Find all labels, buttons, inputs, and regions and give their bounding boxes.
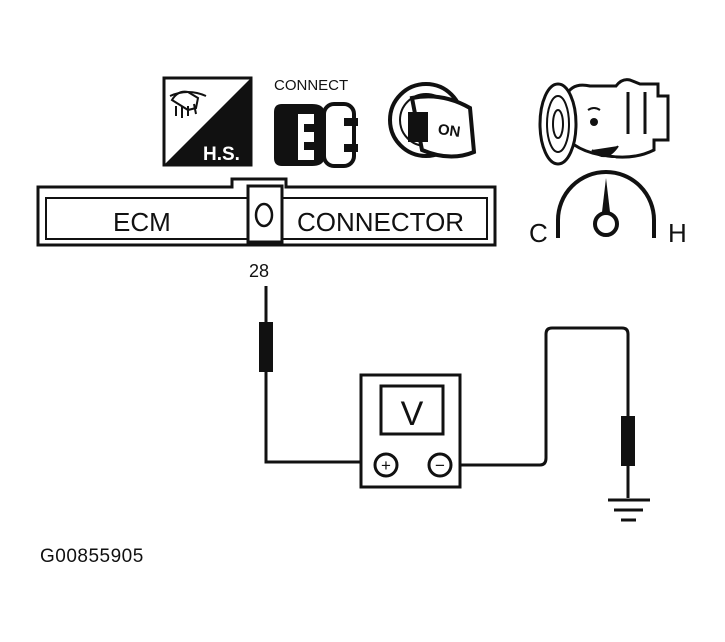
hood-and-hand-icon: H.S. — [162, 76, 253, 167]
terminal-28-pin — [254, 202, 274, 228]
gauge-hot-label: H — [668, 218, 687, 248]
ignition-on-label: ON — [437, 121, 462, 141]
negative-terminal — [427, 452, 453, 478]
figure-code: G00855905 — [40, 546, 144, 567]
positive-terminal-label: + — [381, 456, 391, 475]
ecm-label: ECM — [113, 207, 171, 237]
test-leads — [264, 286, 630, 498]
terminal-number: 28 — [249, 261, 269, 281]
gauge-cold-label: C — [529, 218, 548, 248]
meter-display: V — [401, 395, 424, 433]
ground-symbol-icon — [608, 498, 650, 522]
negative-probe — [621, 416, 635, 466]
positive-terminal — [373, 452, 399, 478]
temperature-gauge-icon: C H — [529, 170, 687, 248]
positive-probe — [259, 322, 273, 372]
warm-engine-icon — [538, 78, 670, 166]
hs-label: H.S. — [203, 144, 240, 165]
connector-label: CONNECTOR — [297, 207, 464, 237]
ecm-connector: ECM CONNECTOR — [36, 177, 497, 247]
negative-terminal-label: − — [435, 456, 445, 475]
connector-plug-icon: CONNECT — [274, 77, 358, 168]
connect-label: CONNECT — [274, 77, 348, 94]
ignition-key-icon: ON — [388, 82, 477, 159]
voltmeter: V + − — [359, 373, 462, 489]
